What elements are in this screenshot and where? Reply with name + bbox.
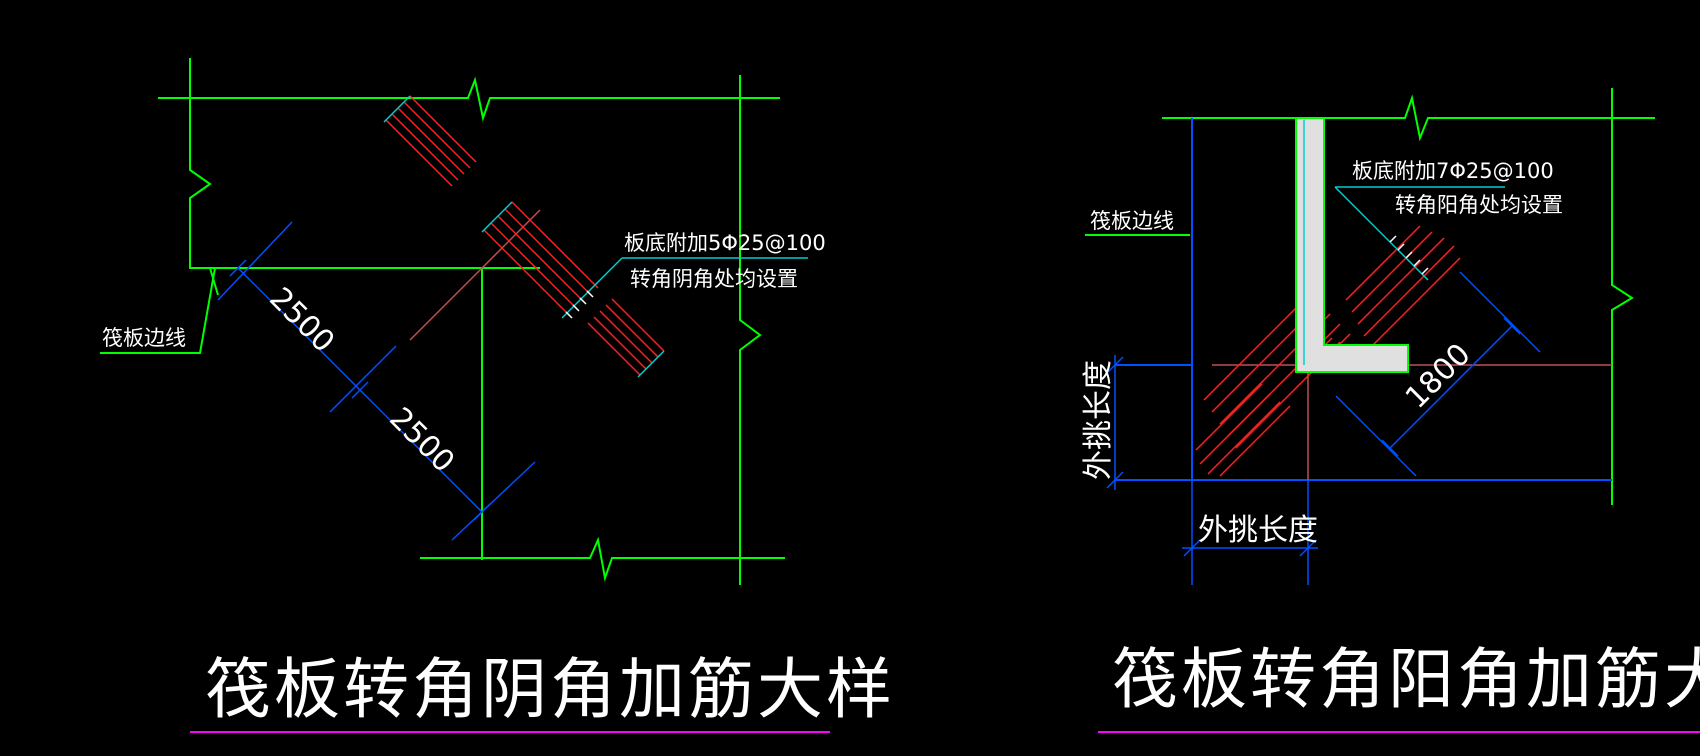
left-rebar-group-top bbox=[385, 95, 477, 187]
left-dim-tick-3 bbox=[473, 503, 491, 521]
left-center-lines bbox=[409, 209, 541, 341]
right-leader-line bbox=[1334, 186, 1429, 281]
left-dim-ext-3 bbox=[451, 461, 536, 541]
right-diag-tick-2 bbox=[1381, 439, 1399, 457]
left-dim-ext-1 bbox=[217, 221, 293, 301]
right-detail: 筏板边线 板底附加7Φ25@100 转角阳角处均设置 1800 外挑长度 外挑长… bbox=[1081, 88, 1700, 733]
right-top-edge bbox=[1162, 94, 1655, 142]
left-dim-ext-2 bbox=[329, 345, 397, 413]
right-vdim-tick-2 bbox=[1106, 471, 1124, 489]
right-note-line-2: 转角阳角处均设置 bbox=[1395, 193, 1563, 217]
right-diag-ext-1 bbox=[1459, 271, 1541, 353]
right-slab-outline bbox=[1115, 118, 1612, 481]
left-left-edge bbox=[189, 58, 212, 269]
left-rebar-groups bbox=[385, 95, 665, 376]
left-dim-label-2: 2500 bbox=[382, 401, 461, 480]
right-horizontal-dim-label: 外挑长度 bbox=[1198, 513, 1318, 548]
left-note-leader bbox=[561, 257, 808, 319]
right-leader-ticks bbox=[1389, 235, 1429, 275]
right-hdim-tick-2 bbox=[1299, 539, 1317, 557]
right-note-line-1: 板底附加7Φ25@100 bbox=[1352, 159, 1554, 183]
right-center-lines bbox=[1212, 350, 1612, 480]
left-dim-tick-2 bbox=[351, 381, 369, 399]
left-rebar-caps bbox=[383, 95, 665, 378]
left-dim-label-1: 2500 bbox=[262, 281, 341, 360]
left-bottom-edge bbox=[420, 536, 785, 582]
right-diag-dimension bbox=[1335, 271, 1541, 477]
left-center-line-b bbox=[481, 209, 541, 269]
right-slab-edge-lines bbox=[1085, 88, 1655, 505]
right-diag-ext-2 bbox=[1335, 395, 1417, 477]
right-rebar-group-upper bbox=[1345, 225, 1461, 347]
right-detail-title: 筏板转角阳角加筋大样 bbox=[1112, 641, 1700, 718]
right-diag-dim-label: 1800 bbox=[1399, 337, 1478, 416]
left-step-line bbox=[209, 267, 219, 296]
left-note-line-2: 转角阴角处均设置 bbox=[630, 267, 798, 291]
right-l-wall bbox=[1295, 117, 1409, 373]
left-edge-label: 筏板边线 bbox=[102, 326, 186, 350]
right-orthogonal-dims bbox=[1106, 355, 1318, 585]
left-leader-ticks bbox=[565, 290, 594, 319]
right-diag-dim-line bbox=[1389, 325, 1513, 449]
right-vdim-tick-1 bbox=[1106, 356, 1124, 374]
right-note-leader bbox=[1334, 186, 1505, 281]
left-right-edge bbox=[739, 75, 762, 585]
left-rebar-group-bottom bbox=[587, 298, 665, 376]
left-top-edge bbox=[158, 76, 780, 122]
right-rebar-group-lower bbox=[1195, 383, 1291, 477]
left-center-line-a bbox=[409, 267, 483, 341]
left-edge-leader bbox=[100, 267, 216, 354]
left-leader-line bbox=[561, 257, 623, 319]
left-dim-tick-1 bbox=[229, 259, 247, 277]
right-vertical-dim-label: 外挑长度 bbox=[1081, 360, 1116, 480]
left-dimensions bbox=[217, 221, 536, 541]
right-right-edge bbox=[1611, 88, 1634, 505]
right-edge-label: 筏板边线 bbox=[1090, 209, 1174, 233]
right-diag-tick-1 bbox=[1503, 317, 1521, 335]
left-rebar-group-middle bbox=[483, 201, 599, 317]
left-note-line-1: 板底附加5Φ25@100 bbox=[624, 231, 826, 255]
left-slab-edge-lines bbox=[100, 58, 785, 585]
right-hdim-tick-1 bbox=[1183, 539, 1201, 557]
left-detail: 筏板边线 板底附加5Φ25@100 转角阴角处均设置 2500 2500 筏板转… bbox=[100, 58, 895, 733]
left-detail-title: 筏板转角阴角加筋大样 bbox=[205, 651, 895, 728]
